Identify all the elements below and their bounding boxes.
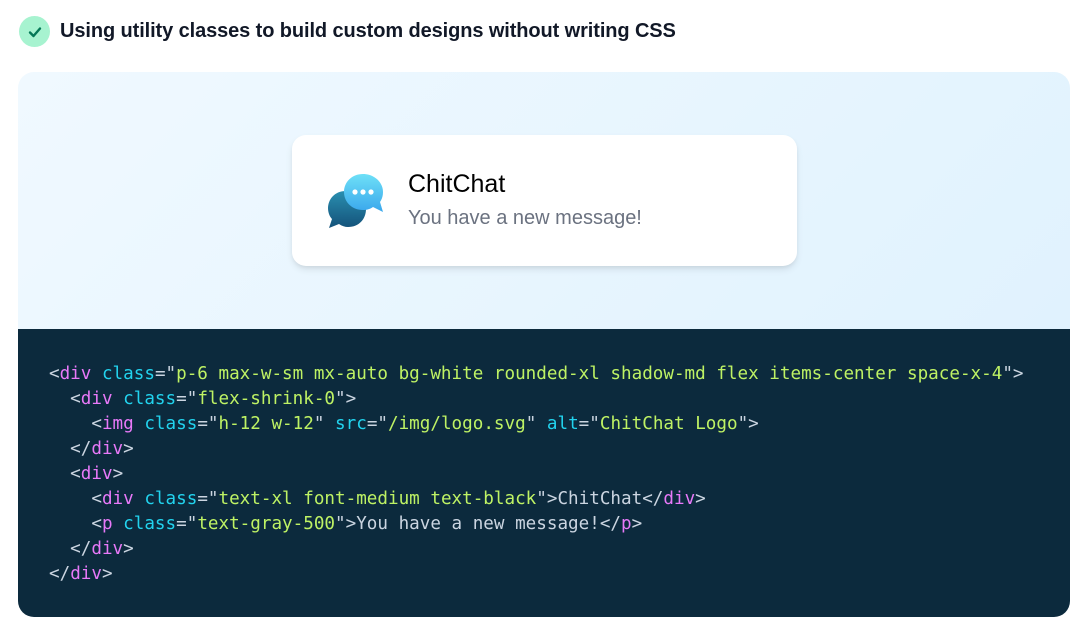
code-token: > [631,514,643,534]
code-token: > [123,439,134,459]
code-token: h-12 w-12 [218,414,314,434]
code-token: "> [335,389,357,409]
feature-heading: Using utility classes to build custom de… [19,16,676,47]
code-line: <div class="text-xl font-medium text-bla… [49,487,1024,512]
code-token: class [123,514,177,534]
preview-area: ChitChat You have a new message! [18,72,1070,329]
code-token: " [313,414,336,434]
code-token: class [144,489,198,509]
code-token: /img/logo.svg [388,414,526,434]
code-token: > [123,539,134,559]
code-token: =" [176,389,198,409]
code-token: </ [49,439,92,459]
code-token: text-gray-500 [197,514,336,534]
code-token: "> [1002,364,1024,384]
card-subtitle: You have a new message! [408,207,642,229]
code-token: =" [578,414,600,434]
code-listing: <div class="p-6 max-w-sm mx-auto bg-whit… [49,362,1024,587]
code-token: "> [737,414,759,434]
code-token: < [49,389,81,409]
code-token: ">You have a new message!</ [335,514,622,534]
code-token: div [91,439,124,459]
code-token: > [695,489,706,509]
code-token: class [123,389,177,409]
code-token: div [80,464,113,484]
chat-bubbles-logo-icon [328,173,383,228]
code-token: =" [197,414,219,434]
code-token: =" [176,514,198,534]
code-token: src [335,414,367,434]
code-token: < [49,414,102,434]
code-token: =" [154,364,177,384]
code-token: < [49,514,102,534]
example-panel: ChitChat You have a new message! <div cl… [18,72,1070,617]
code-line: <p class="text-gray-500">You have a new … [49,512,1024,537]
code-line: </div> [49,537,1024,562]
code-token: text-xl font-medium text-black [218,489,537,509]
card-title: ChitChat [408,170,506,198]
code-token: =" [197,489,219,509]
code-token [134,489,145,509]
code-line: </div> [49,562,1024,587]
code-token [113,389,124,409]
code-token: > [101,564,113,584]
notification-card: ChitChat You have a new message! [292,135,797,266]
code-token: p [101,514,113,534]
code-line: <img class="h-12 w-12" src="/img/logo.sv… [49,412,1024,437]
check-icon [19,16,50,47]
code-token: </ [49,539,92,559]
code-token: ChitChat Logo [599,414,738,434]
code-token: =" [366,414,388,434]
code-token: div [91,539,124,559]
code-line: </div> [49,437,1024,462]
code-token [134,414,145,434]
code-token: div [70,564,102,584]
code-token: > [112,464,124,484]
code-token: ">ChitChat</ [536,489,664,509]
code-token: alt [546,414,579,434]
code-token [91,364,102,384]
code-token: " [525,414,547,434]
code-line: <div class="p-6 max-w-sm mx-auto bg-whit… [49,362,1024,387]
code-token: class [144,414,198,434]
code-token [113,514,124,534]
code-token: p [621,514,632,534]
code-line: <div class="flex-shrink-0"> [49,387,1024,412]
code-token: flex-shrink-0 [197,389,336,409]
code-token: < [49,464,81,484]
code-token: div [59,364,92,384]
code-token: img [101,414,134,434]
code-token: p-6 max-w-sm mx-auto bg-white rounded-xl… [176,364,1003,384]
code-token: class [101,364,155,384]
code-line: <div> [49,462,1024,487]
heading-text: Using utility classes to build custom de… [60,20,676,42]
code-token: div [80,389,113,409]
code-token: div [101,489,134,509]
code-token: div [663,489,696,509]
code-token: < [49,364,60,384]
code-block: <div class="p-6 max-w-sm mx-auto bg-whit… [18,329,1070,617]
code-token: < [49,489,102,509]
code-token: </ [49,564,71,584]
